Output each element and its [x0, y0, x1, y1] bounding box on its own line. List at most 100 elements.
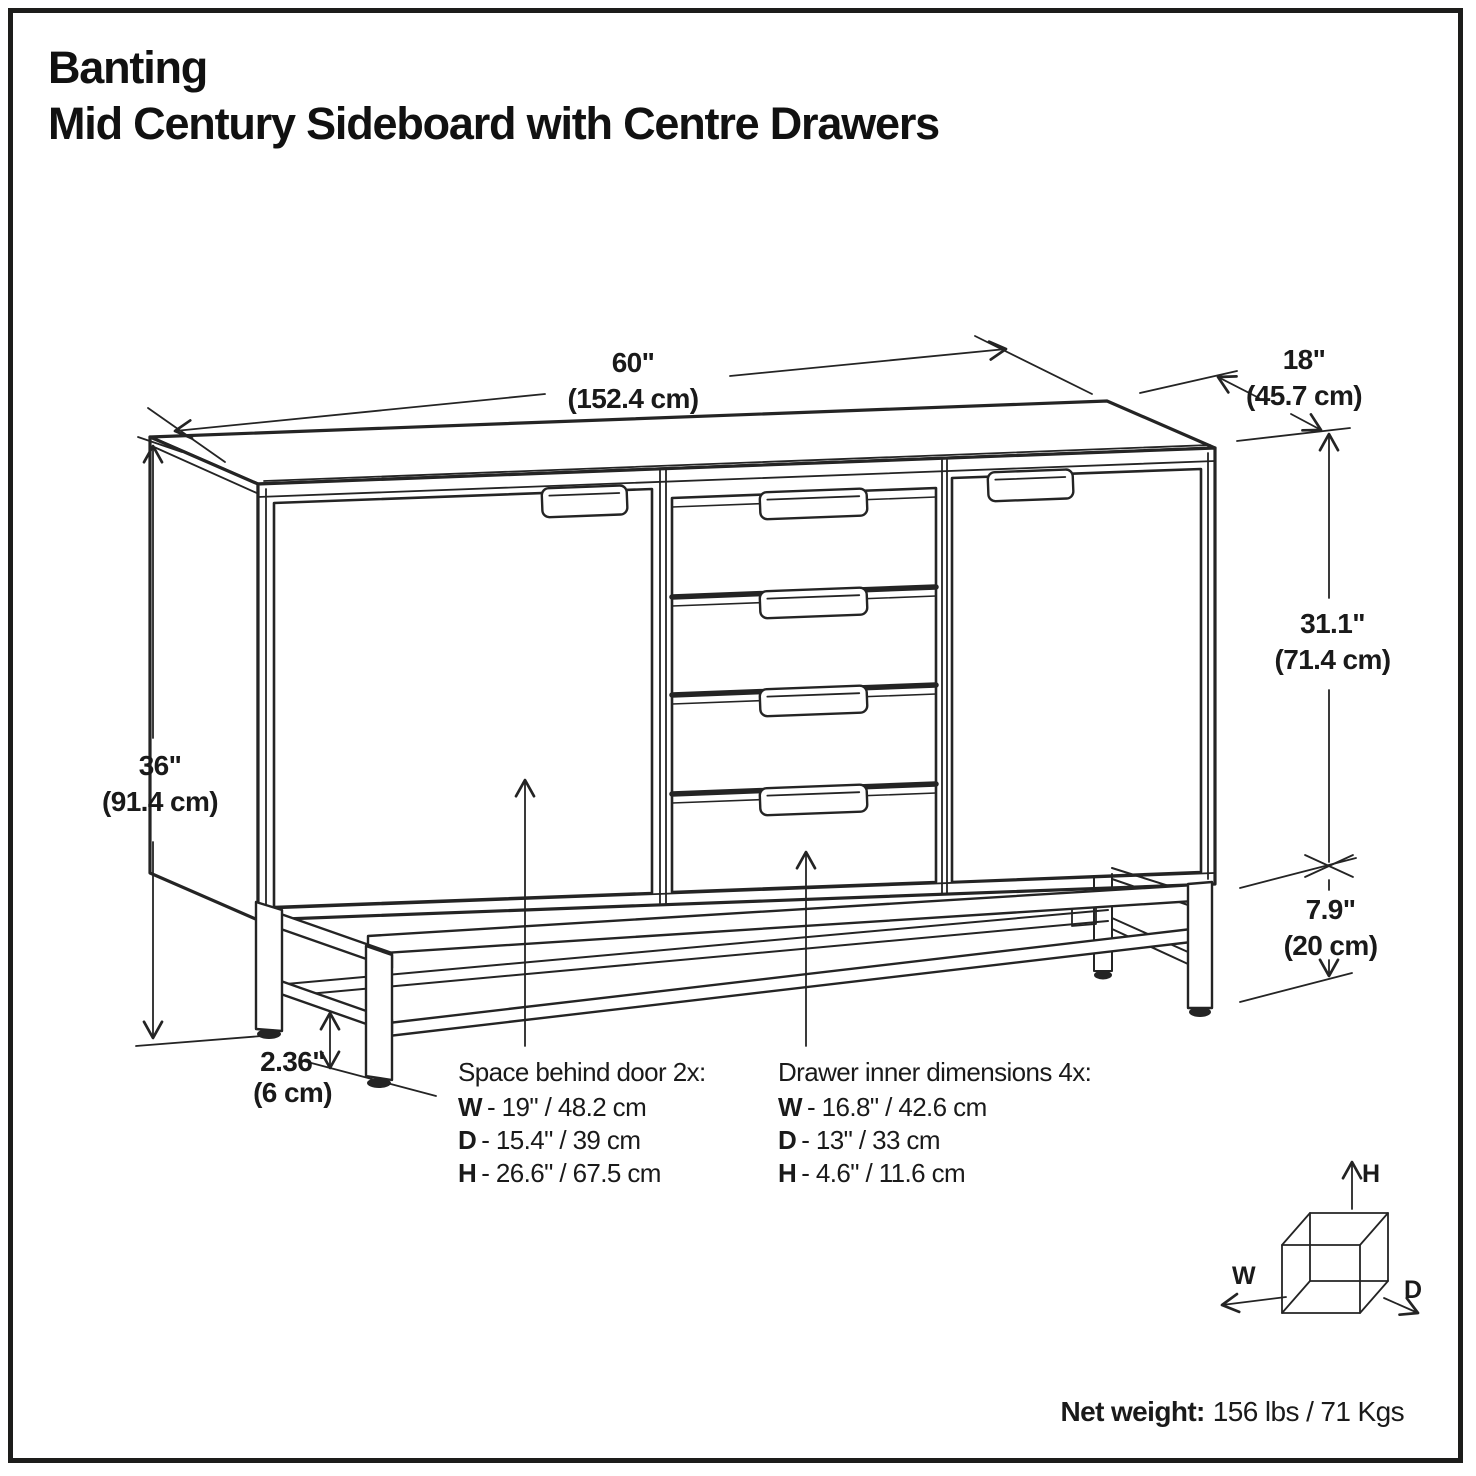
base-back-right-foot — [1094, 970, 1112, 980]
dim-leg-height-cm: (20 cm) — [1283, 930, 1378, 961]
base-left-back-leg — [254, 900, 284, 1033]
dim-line-depth — [1139, 370, 1351, 442]
base-left-front-leg — [364, 944, 394, 1082]
extension-line — [137, 436, 183, 453]
dim-segment — [1290, 413, 1323, 432]
dimension-lines — [135, 335, 1357, 1097]
extension-line — [1139, 370, 1238, 394]
page-title: Banting Mid Century Sideboard with Centr… — [48, 40, 940, 152]
left-door-handle — [540, 484, 629, 519]
drawer-dims-heading: Drawer inner dimensions 4x: — [778, 1057, 1092, 1087]
product-name: Banting — [48, 42, 208, 93]
dim-key: D — [458, 1125, 477, 1155]
dim-key: H — [778, 1158, 797, 1188]
dim-line-body-height — [1239, 432, 1357, 889]
extension-line — [974, 335, 1093, 395]
drawer-handle-2 — [758, 586, 869, 620]
drawer-dims-row-d: D- 13" / 33 cm — [778, 1124, 1091, 1157]
dim-label-width: 60" (152.4 cm) — [488, 345, 778, 417]
dim-leg-height-inches: 7.9" — [1305, 894, 1356, 925]
dim-line-leg-width — [299, 1011, 437, 1097]
cube-d-axis — [1383, 1296, 1420, 1317]
cube-front-face — [1281, 1244, 1361, 1314]
dim-key: D — [778, 1125, 797, 1155]
x-tick — [1304, 854, 1354, 878]
base-frame — [254, 867, 1214, 1088]
extension-line — [1239, 857, 1357, 889]
dim-label-body-height: 31.1" (71.4 cm) — [1240, 606, 1425, 678]
drawer-bank — [669, 486, 939, 894]
dim-key: H — [458, 1158, 477, 1188]
cabinet-left-side-face — [148, 435, 260, 922]
dim-label-depth: 18" (45.7 cm) — [1214, 342, 1394, 414]
door-space-note: Space behind door 2x: W- 19" / 48.2 cm D… — [458, 1056, 706, 1190]
cube-w-axis — [1220, 1292, 1287, 1314]
partition-right — [941, 459, 948, 894]
extension-line — [299, 1059, 437, 1097]
cabinet-side-top-band — [153, 446, 260, 495]
cube-connectors — [1281, 1212, 1389, 1314]
axis-label-h: H — [1362, 1160, 1381, 1188]
net-weight-value: 156 lbs / 71 Kgs — [1212, 1396, 1405, 1427]
right-door-handle — [986, 468, 1075, 503]
dim-body-height-cm: (71.4 cm) — [1274, 644, 1392, 675]
axis-cube-icon — [1220, 1160, 1420, 1317]
dim-depth-cm: (45.7 cm) — [1246, 380, 1363, 411]
dim-width-inches: 60" — [611, 347, 655, 378]
dim-width-cm: (152.4 cm) — [567, 383, 700, 414]
dim-label-total-height: 36" (91.4 cm) — [65, 748, 255, 820]
foot-front-left — [367, 1078, 391, 1088]
right-door — [950, 467, 1203, 884]
net-weight: Net weight:156 lbs / 71 Kgs — [1061, 1396, 1405, 1428]
dim-segment — [173, 393, 546, 440]
dim-line-width — [147, 335, 1093, 463]
door-space-row-h: H- 26.6" / 67.5 cm — [458, 1157, 706, 1190]
axis-label-d: D — [1404, 1276, 1423, 1304]
dim-segment — [1216, 375, 1260, 399]
door-space-row-d: D- 15.4" / 39 cm — [458, 1124, 706, 1157]
dim-total-height-inches: 36" — [138, 750, 182, 781]
drawer-dims-note: Drawer inner dimensions 4x: W- 16.8" / 4… — [778, 1056, 1092, 1190]
dim-value: - 16.8" / 42.6 cm — [806, 1092, 987, 1122]
cabinet-top-edge-line — [263, 444, 1211, 482]
axis-label-w: W — [1232, 1262, 1256, 1290]
dim-label-leg-width: 2.36" (6 cm) — [200, 1046, 385, 1108]
foot-back-left — [257, 1029, 281, 1039]
dim-leg-width-inches: 2.36" — [260, 1046, 325, 1077]
base-right-front-leg — [1186, 880, 1214, 1010]
dim-depth-inches: 18" — [1282, 344, 1326, 375]
dim-value: - 13" / 33 cm — [801, 1125, 940, 1155]
dim-value: - 26.6" / 67.5 cm — [481, 1158, 661, 1188]
dim-value: - 4.6" / 11.6 cm — [801, 1158, 966, 1188]
cabinet-body — [148, 399, 1217, 922]
drawer-dims-row-h: H- 4.6" / 11.6 cm — [778, 1157, 1091, 1190]
extension-line — [1236, 427, 1351, 442]
drawer-handle-1 — [758, 487, 869, 521]
cube-back-face — [1309, 1212, 1389, 1282]
extension-line — [135, 1035, 263, 1047]
dim-key: W — [778, 1092, 803, 1122]
door-space-row-w: W- 19" / 48.2 cm — [458, 1091, 706, 1124]
product-description: Mid Century Sideboard with Centre Drawer… — [48, 98, 940, 149]
dim-segment — [729, 340, 1008, 377]
drawer-handle-3 — [758, 684, 869, 718]
net-weight-label: Net weight: — [1060, 1396, 1206, 1427]
dim-leg-width-cm: (6 cm) — [253, 1077, 332, 1108]
partition-left — [659, 469, 667, 904]
foot-front-right — [1189, 1007, 1211, 1017]
drawer-handle-4 — [758, 783, 869, 817]
left-door — [272, 487, 654, 909]
dim-line-leg-height — [1239, 879, 1353, 1003]
dim-value: - 15.4" / 39 cm — [481, 1125, 641, 1155]
dim-value: - 19" / 48.2 cm — [486, 1092, 647, 1122]
drawer-dims-row-w: W- 16.8" / 42.6 cm — [778, 1091, 1091, 1124]
door-space-heading: Space behind door 2x: — [458, 1057, 706, 1087]
dim-line-total-height — [135, 436, 263, 1047]
dim-total-height-cm: (91.4 cm) — [102, 786, 219, 817]
base-back-stretcher — [285, 909, 1109, 997]
cabinet-front-top-band — [257, 460, 1216, 498]
extension-line — [1239, 972, 1353, 1003]
dim-label-leg-height: 7.9" (20 cm) — [1238, 892, 1423, 964]
